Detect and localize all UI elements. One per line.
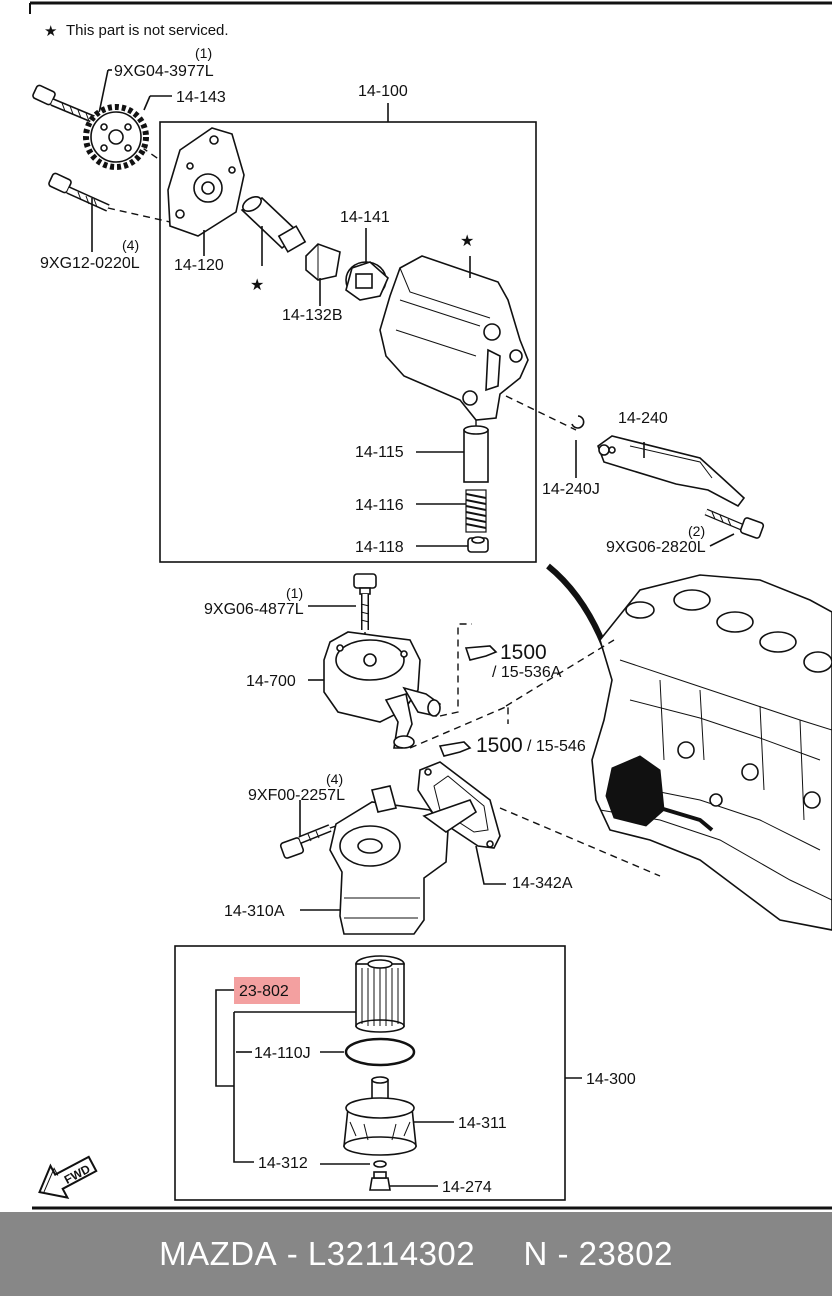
highlighted-part-23-802 [234, 977, 300, 1004]
qty-9XG12-0220L: (4) [122, 237, 139, 253]
bolt-icon [48, 172, 110, 212]
hand-pointer-icon [464, 645, 498, 661]
bolt-icon [353, 573, 377, 630]
label-14-118: 14-118 [355, 539, 404, 556]
label-14-143: 14-143 [176, 89, 226, 106]
fwd-arrow-icon: FWD [38, 1155, 98, 1200]
plug-icon [467, 536, 489, 553]
label-14-116: 14-116 [355, 497, 404, 514]
shaft-icon [240, 195, 307, 253]
label-15-536A: / 15-536A [492, 664, 562, 681]
label-14-700: 14-700 [246, 673, 296, 690]
filter-housing-icon [329, 785, 478, 935]
hand-pointer-icon [438, 741, 472, 757]
bracket-icon [571, 415, 746, 508]
label-14-300: 14-300 [586, 1071, 636, 1088]
oil-pump-body-icon [379, 255, 529, 421]
label-14-115: 14-115 [355, 444, 404, 461]
footer-sep2: - [547, 1235, 579, 1272]
spring-icon [465, 489, 487, 533]
parts-diagram: ★ This part is not serviced. 14-100 (1) … [29, 1, 832, 1210]
label-1500-a: 1500 [500, 641, 547, 664]
label-9XF00-2257L: 9XF00-2257L [248, 787, 345, 804]
engine-block-icon [591, 574, 832, 931]
label-14-100: 14-100 [358, 83, 408, 100]
label-14-312: 14-312 [258, 1155, 308, 1172]
bolt-icon [32, 84, 102, 126]
oil-filter-element-icon [355, 955, 405, 1033]
rotor-icon [345, 261, 389, 301]
notice-text: This part is not serviced. [66, 22, 229, 39]
notice-star: ★ [44, 23, 57, 40]
footer-sep1: - [277, 1235, 308, 1272]
label-14-110J: 14-110J [254, 1045, 311, 1062]
oil-pump-assembly-box [159, 121, 537, 563]
label-9XG06-4877L: 9XG06-4877L [204, 601, 304, 618]
label-14-141: 14-141 [340, 209, 390, 226]
oil-cooler-icon [323, 631, 441, 749]
label-14-274: 14-274 [442, 1179, 492, 1196]
label-14-132B: 14-132B [282, 307, 343, 324]
qty-9XF00-2257L: (4) [326, 771, 343, 787]
drain-plug-icon [369, 1171, 391, 1191]
star-mark-shaft: ★ [250, 277, 264, 294]
label-9XG04-3977L: 9XG04-3977L [114, 63, 214, 80]
filter-cap-icon [343, 1076, 417, 1156]
footer-gap [475, 1235, 523, 1273]
footer-part-number: L32114302 [307, 1235, 476, 1272]
footer-n-value: 23802 [578, 1235, 673, 1272]
plunger-icon [463, 425, 489, 483]
pump-cover-icon [167, 127, 245, 237]
label-15-546: / 15-546 [527, 738, 586, 755]
label-14-311: 14-311 [458, 1115, 507, 1132]
qty-9XG04-3977L: (1) [195, 45, 212, 61]
qty-9XG06-2820L: (2) [688, 523, 705, 539]
label-14-240: 14-240 [618, 410, 668, 427]
bolt-icon [279, 824, 332, 859]
label-9XG12-0220L: 9XG12-0220L [40, 255, 140, 272]
footer-brand: MAZDA [159, 1235, 278, 1272]
label-14-240J: 14-240J [542, 481, 600, 498]
label-14-120: 14-120 [174, 257, 224, 274]
coupling-icon [305, 243, 341, 281]
sprocket-icon [83, 104, 149, 170]
label-14-310A: 14-310A [224, 903, 285, 920]
footer-n-label: N [523, 1235, 548, 1272]
label-23-802: 23-802 [239, 983, 289, 1000]
star-mark-pump-body: ★ [460, 233, 474, 250]
bolt-icon [704, 508, 765, 539]
oil-filter-assembly-box [174, 945, 566, 1201]
label-1500-b: 1500 [476, 734, 523, 757]
small-o-ring-icon [373, 1160, 387, 1168]
label-14-342A: 14-342A [512, 875, 573, 892]
o-ring-icon [344, 1037, 416, 1067]
qty-9XG06-4877L: (1) [286, 585, 303, 601]
part-footer: MAZDA - L32114302 N - 23802 [0, 1212, 832, 1296]
label-9XG06-2820L: 9XG06-2820L [606, 539, 706, 556]
